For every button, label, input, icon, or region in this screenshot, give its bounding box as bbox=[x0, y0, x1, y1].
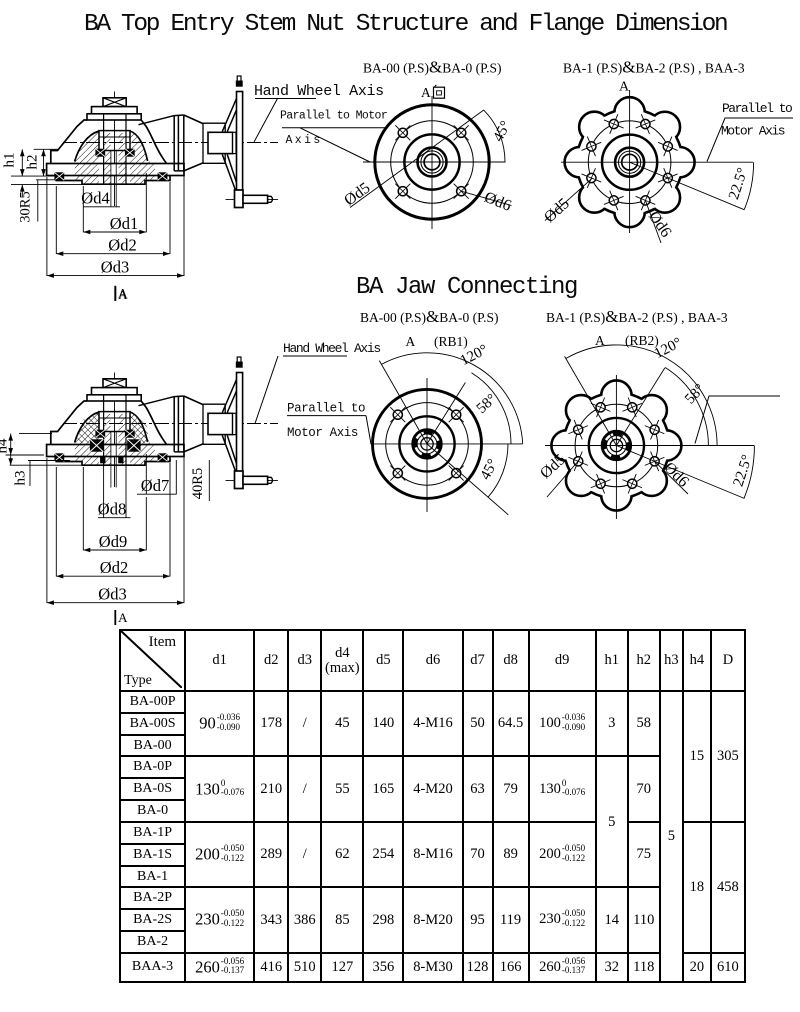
svg-text:22.5°: 22.5° bbox=[726, 166, 751, 202]
svg-text:BA-1 (P.S)&BA-2 (P.S) , BAA-3: BA-1 (P.S)&BA-2 (P.S) , BAA-3 bbox=[546, 307, 728, 326]
svg-text:A: A bbox=[421, 85, 431, 100]
svg-text:BA-00 (P.S)&BA-0 (P.S): BA-00 (P.S)&BA-0 (P.S) bbox=[363, 58, 502, 77]
svg-text:Ød3: Ød3 bbox=[101, 257, 129, 276]
svg-text:Parallel to: Parallel to bbox=[722, 101, 792, 116]
svg-text:Ød8: Ød8 bbox=[98, 500, 126, 519]
svg-text:h1: h1 bbox=[2, 153, 18, 168]
svg-text:Ød2: Ød2 bbox=[108, 236, 136, 255]
svg-text:Ød2: Ød2 bbox=[100, 558, 128, 577]
svg-text:Motor Axis: Motor Axis bbox=[287, 426, 358, 440]
svg-text:(RB2): (RB2) bbox=[625, 333, 659, 348]
svg-text:40R5: 40R5 bbox=[190, 468, 206, 499]
svg-text:(RB1): (RB1) bbox=[434, 334, 468, 349]
svg-text:Ød3: Ød3 bbox=[98, 585, 126, 604]
svg-text:Ød1: Ød1 bbox=[110, 214, 138, 233]
svg-text:h2: h2 bbox=[25, 155, 41, 170]
svg-text:A: A bbox=[595, 333, 605, 348]
svg-text:Motor Axis: Motor Axis bbox=[721, 124, 785, 139]
svg-text:45°: 45° bbox=[477, 457, 501, 483]
svg-text:h4: h4 bbox=[0, 438, 11, 454]
svg-text:Ød6: Ød6 bbox=[482, 189, 514, 215]
svg-text:A: A bbox=[118, 287, 128, 302]
svg-text:Ød9: Ød9 bbox=[99, 532, 127, 551]
svg-text:A: A bbox=[118, 610, 128, 625]
svg-text:Ød5: Ød5 bbox=[341, 179, 373, 209]
svg-text:Ød4: Ød4 bbox=[81, 188, 109, 207]
svg-text:Hand Wheel Axis: Hand Wheel Axis bbox=[254, 83, 384, 100]
svg-text:Parallel to: Parallel to bbox=[287, 402, 365, 416]
svg-text:Parallel to Motor: Parallel to Motor bbox=[280, 110, 387, 123]
svg-text:A: A bbox=[118, 286, 128, 301]
svg-text:58°: 58° bbox=[474, 391, 500, 417]
svg-text:h3: h3 bbox=[13, 471, 29, 486]
svg-text:Ød7: Ød7 bbox=[141, 476, 169, 495]
svg-text:A: A bbox=[406, 334, 416, 349]
svg-text:A: A bbox=[619, 80, 630, 95]
svg-text:Axis: Axis bbox=[286, 134, 323, 147]
svg-text:BA-1 (P.S)&BA-2 (P.S) , BAA-3: BA-1 (P.S)&BA-2 (P.S) , BAA-3 bbox=[563, 58, 745, 77]
svg-text:BA-00 (P.S)&BA-0 (P.S): BA-00 (P.S)&BA-0 (P.S) bbox=[360, 307, 499, 326]
svg-text:Hand Wheel Axis: Hand Wheel Axis bbox=[283, 341, 380, 356]
svg-text:30R5: 30R5 bbox=[18, 191, 34, 222]
